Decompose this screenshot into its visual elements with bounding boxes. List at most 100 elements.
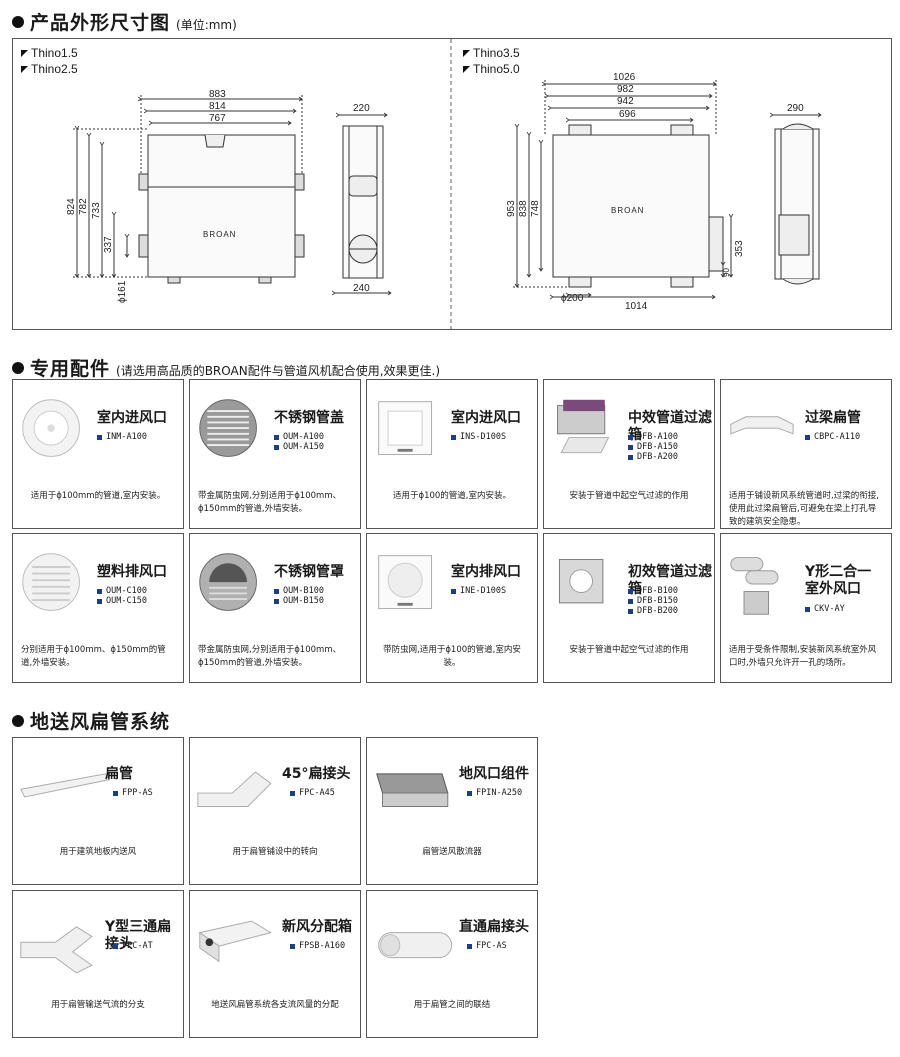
dimension-drawing-panel: Thino1.5 Thino2.5 Thino3.5 Thino5.0 (12, 38, 892, 330)
bullet-icon (12, 16, 24, 28)
square-bullet-icon (628, 434, 633, 440)
y-vent-icon (727, 550, 795, 622)
square-bullet-icon (97, 434, 102, 440)
model-code: DFB-B200 (628, 606, 678, 616)
model-code: CBPC-A110 (805, 432, 860, 442)
plastic-louver-icon (19, 550, 87, 622)
model-code: DFB-A150 (628, 442, 678, 452)
product-description: 安装于管道中起空气过滤的作用 (569, 645, 689, 655)
square-bullet-icon (274, 434, 279, 440)
model-code: FPC-AT (113, 941, 153, 951)
dim-height-1: 824 (66, 198, 77, 215)
dim-width-4: 696 (619, 109, 636, 120)
product-name: 室内进风口 (451, 410, 521, 426)
left-side-view (335, 115, 391, 293)
model-label: Thino2.5 (21, 62, 78, 76)
dim-height-2: 838 (518, 200, 529, 217)
square-bullet-icon (628, 598, 633, 604)
product-description: 带金属防虫网,分别适用于ϕ100mm、ϕ150mm的管道,外墙安装。 (198, 491, 342, 514)
model-code: FPSB-A160 (290, 941, 345, 951)
dim-height-2: 782 (78, 198, 89, 215)
dim-width-1: 1026 (613, 72, 636, 83)
right-side-view (773, 115, 821, 285)
exhaust-grille-icon (373, 550, 441, 622)
product-description: 适用于铺设新风系统管道时,过梁的衔接,使用此过梁扁管后,可避免在梁上打孔导致的建… (729, 491, 879, 527)
model-label: Thino5.0 (463, 62, 520, 76)
dim-depth-top: 290 (787, 103, 804, 114)
model-code: INE-D100S (451, 586, 506, 596)
dim-bottom-width: 1014 (625, 301, 648, 312)
product-description: 带金属防虫网,分别适用于ϕ100mm、ϕ150mm的管道,外墙安装。 (198, 645, 342, 668)
section-accessories-title: 专用配件 (请选用高品质的BROAN配件与管道风机配合使用,效果更佳.) (12, 354, 440, 381)
product-name: Y型三通扁接头 (105, 919, 172, 952)
square-bullet-icon (451, 588, 456, 594)
square-bullet-icon (805, 606, 810, 612)
model-code: OUM-C100 (97, 586, 147, 596)
model-list: INE-D100S (451, 586, 506, 596)
model-code: FPP-AS (113, 788, 153, 798)
triangle-marker-icon (21, 65, 28, 73)
model-code: OUM-A100 (274, 432, 324, 442)
dimension-drawing-svg: 883 814 767 824 782 733 337 ϕ161 BROAN 2… (66, 39, 891, 329)
dim-depth-bottom: 240 (353, 283, 370, 294)
model-list: FPC-A45 (290, 788, 335, 798)
square-bullet-icon (274, 588, 279, 594)
product-description: 适用于受条件限制,安装新风系统室外风口时,外墙只允许开一孔的场所。 (729, 645, 877, 668)
product-name: 塑料排风口 (97, 564, 167, 580)
triangle-marker-icon (463, 49, 470, 57)
primary-filter-icon (550, 550, 618, 622)
product-description: 带防虫网,适用于ϕ100的管道,室内安装。 (383, 645, 521, 668)
product-description: 用于扁管之间的联结 (413, 1000, 491, 1010)
product-name: 不锈钢管罩 (274, 564, 344, 580)
filter-box-icon (550, 396, 618, 468)
model-list: FPSB-A160 (290, 941, 345, 951)
model-code: FPIN-A250 (467, 788, 522, 798)
square-bullet-icon (274, 444, 279, 450)
square-bullet-icon (467, 790, 472, 796)
product-name: 室内排风口 (451, 564, 521, 580)
dim-side-small: 90 (722, 268, 731, 277)
product-description: 扁管送风散流器 (422, 847, 482, 857)
dim-width-1: 883 (209, 89, 226, 100)
product-description: 用于扁管输送气流的分支 (51, 1000, 145, 1010)
product-name: 新风分配箱 (282, 919, 352, 935)
section-dimensions-title: 产品外形尺寸图 (单位:mm) (12, 8, 237, 35)
square-bullet-icon (113, 790, 118, 796)
product-name: 45°扁接头 (282, 766, 351, 782)
model-code: INS-D100S (451, 432, 506, 442)
bullet-icon (12, 362, 24, 374)
square-bullet-icon (290, 790, 295, 796)
elbow-45-icon (194, 760, 290, 834)
model-code: FPC-AS (467, 941, 507, 951)
triangle-marker-icon (21, 49, 28, 57)
product-name: 扁管 (105, 766, 133, 782)
dim-depth-top: 220 (353, 103, 370, 114)
y-tee-icon (17, 913, 113, 987)
accessory-card: 室内排风口 INE-D100S 带防虫网,适用于ϕ100的管道,室内安装。 (366, 533, 538, 683)
product-name: 过梁扁管 (805, 410, 861, 426)
dim-height-1: 953 (506, 200, 517, 217)
square-bullet-icon (467, 943, 472, 949)
product-name: 不锈钢管盖 (274, 410, 344, 426)
product-description: 用于扁管铺设中的转向 (232, 847, 318, 857)
product-description: 用于建筑地板内送风 (59, 847, 137, 857)
triangle-marker-icon (463, 65, 470, 73)
dim-width-3: 942 (617, 96, 634, 107)
dim-width-3: 767 (209, 113, 226, 124)
floor-duct-card: 扁管 FPP-AS 用于建筑地板内送风 (12, 737, 184, 885)
brand-logo: BROAN (611, 206, 644, 215)
dim-diameter: ϕ161 (117, 280, 128, 303)
dim-height-4: 337 (103, 236, 114, 253)
product-description: 分别适用于ϕ100mm、ϕ150mm的管道,外墙安装。 (21, 645, 166, 668)
product-description: 适用于ϕ100mm的管道,室内安装。 (30, 491, 166, 501)
